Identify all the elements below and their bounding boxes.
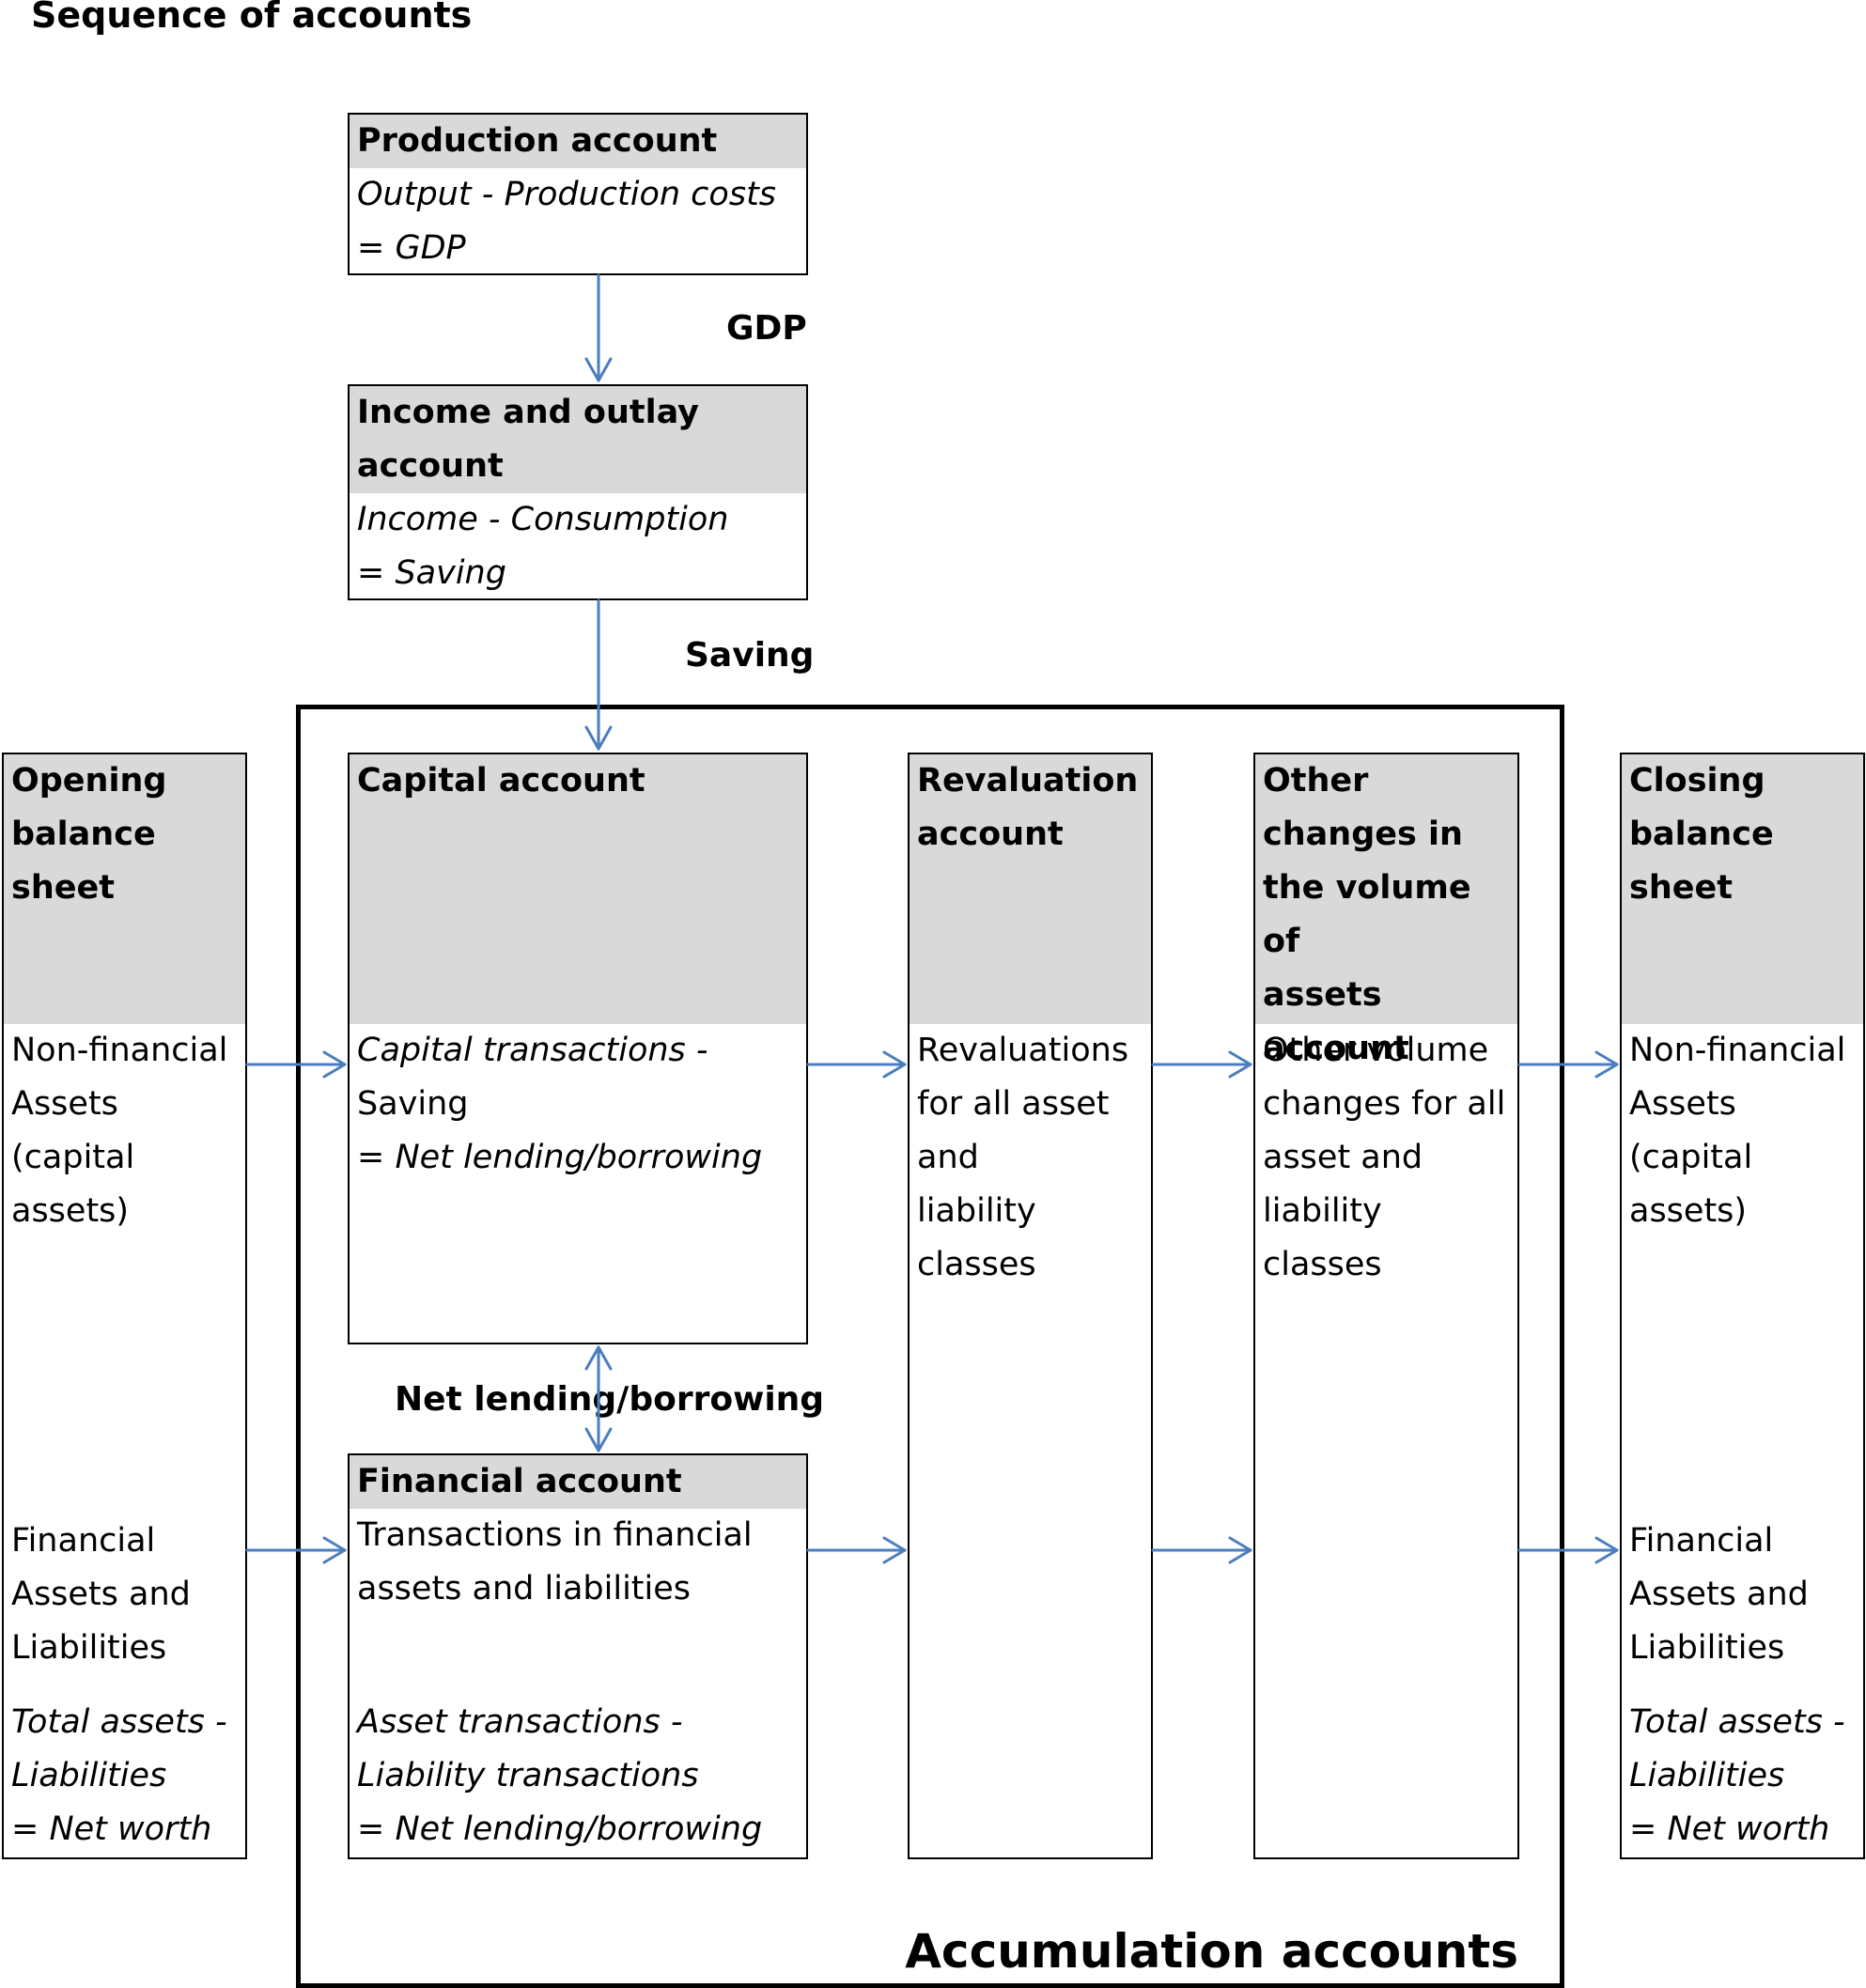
revaluation-account-header: Revaluation account <box>910 754 1151 1024</box>
financial-account-box: Financial account Transactions in financ… <box>348 1453 808 1859</box>
income-outlay-account-result: = Saving <box>357 554 506 592</box>
other-volume-changes-description: Other volume changes for all asset and l… <box>1263 1032 1506 1283</box>
closing-nonfinancial-assets: Non-financial Assets (capital assets) <box>1629 1032 1846 1230</box>
financial-account-header: Financial account <box>350 1455 806 1509</box>
arrowhead-revaluation-to-other-fin <box>1228 1536 1252 1564</box>
income-outlay-account-formula: Income - Consumption <box>357 501 729 538</box>
arrowhead-production-to-income <box>584 357 613 382</box>
saving-flow-label: Saving <box>685 636 815 675</box>
page-title: Sequence of accounts <box>31 0 473 36</box>
financial-account-liabilities: Liability transactions <box>357 1757 699 1794</box>
capital-account-box: Capital account Capital transactions - S… <box>348 753 808 1344</box>
production-account-result: = GDP <box>357 229 466 267</box>
opening-balance-sheet-box: Opening balance sheet Non-financial Asse… <box>2 753 247 1859</box>
production-account-header: Production account <box>350 115 806 168</box>
accumulation-accounts-frame: Accumulation accounts <box>296 705 1564 1988</box>
arrowhead-income-to-capital <box>584 725 613 751</box>
opening-financial-assets: Financial Assets and Liabilities <box>11 1522 191 1667</box>
arrowhead-capital-up <box>584 1345 613 1371</box>
revaluation-account-box: Revaluation account Revaluations for all… <box>908 753 1153 1859</box>
capital-account-saving: Saving <box>357 1085 469 1123</box>
financial-account-description: Transactions in financial assets and lia… <box>357 1516 753 1607</box>
arrowhead-revaluation-to-other <box>1228 1050 1252 1079</box>
opening-balance-sheet-header: Opening balance sheet <box>4 754 245 1024</box>
financial-account-result: = Net lending/borrowing <box>357 1810 763 1848</box>
net-lending-flow-label: Net lending/borrowing <box>395 1380 825 1419</box>
arrowhead-opening-to-capital <box>322 1050 347 1079</box>
gdp-flow-label: GDP <box>726 309 807 348</box>
accumulation-accounts-label: Accumulation accounts <box>905 1924 1518 1979</box>
closing-net-worth: = Net worth <box>1629 1810 1830 1848</box>
capital-account-result: = Net lending/borrowing <box>357 1139 763 1176</box>
income-outlay-account-header: Income and outlay account <box>350 386 806 493</box>
opening-total-assets: Total assets - <box>11 1703 227 1741</box>
revaluation-account-description: Revaluations for all asset and liability… <box>917 1032 1129 1283</box>
opening-net-worth: = Net worth <box>11 1810 212 1848</box>
arrowhead-financial-to-revaluation <box>882 1536 907 1564</box>
arrowhead-other-to-closing-fin <box>1594 1536 1619 1564</box>
opening-liabilities: Liabilities <box>11 1757 167 1794</box>
financial-account-assets: Asset transactions - <box>357 1703 683 1741</box>
other-volume-changes-account-header: Other changes in the volume of assets ac… <box>1255 754 1517 1067</box>
closing-balance-sheet-header: Closing balance sheet <box>1622 754 1863 1024</box>
closing-balance-sheet-box: Closing balance sheet Non-financial Asse… <box>1620 753 1865 1859</box>
arrowhead-other-to-closing <box>1594 1050 1619 1079</box>
closing-liabilities: Liabilities <box>1629 1757 1785 1794</box>
closing-total-assets: Total assets - <box>1629 1703 1845 1741</box>
arrowhead-capital-to-revaluation <box>882 1050 907 1079</box>
opening-nonfinancial-assets: Non-financial Assets (capital assets) <box>11 1032 228 1230</box>
production-account-box: Production account Output - Production c… <box>348 113 808 275</box>
capital-account-formula: Capital transactions - <box>357 1032 708 1069</box>
income-outlay-account-box: Income and outlay account Income - Consu… <box>348 384 808 600</box>
arrowhead-opening-to-financial <box>322 1536 347 1564</box>
arrowhead-financial-down <box>584 1427 613 1452</box>
production-account-formula: Output - Production costs <box>357 176 777 213</box>
closing-financial-assets: Financial Assets and Liabilities <box>1629 1522 1809 1667</box>
other-volume-changes-account-box: Other changes in the volume of assets ac… <box>1253 753 1519 1859</box>
capital-account-header: Capital account <box>350 754 806 1024</box>
